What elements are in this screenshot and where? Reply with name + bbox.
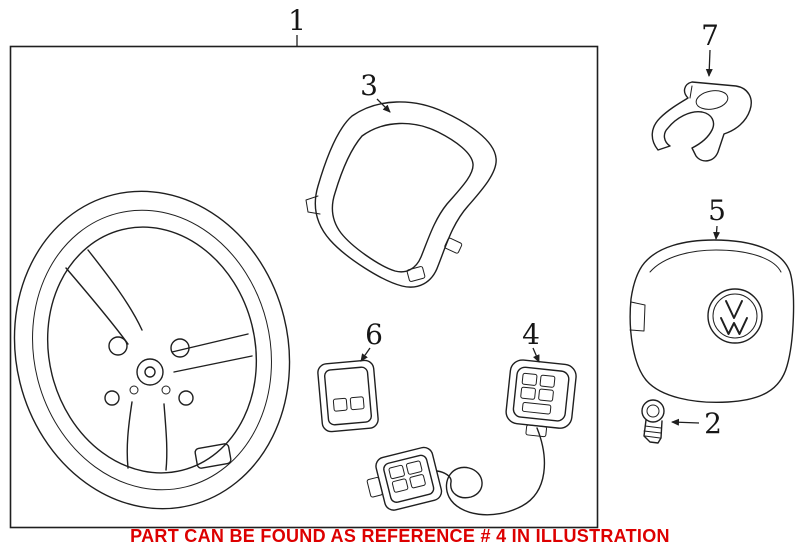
leader-line-7 bbox=[705, 49, 713, 77]
leader-line-4 bbox=[532, 347, 540, 363]
callout-label-4: 4 bbox=[522, 318, 540, 351]
leader-line-3 bbox=[376, 98, 391, 113]
steering-wheel-illustration bbox=[13, 190, 291, 510]
screw-illustration bbox=[641, 399, 665, 444]
vw-emblem bbox=[707, 288, 763, 344]
callout-label-3: 3 bbox=[360, 69, 378, 102]
callout-label-7: 7 bbox=[701, 19, 719, 52]
switch-assembly-illustration bbox=[366, 359, 577, 516]
leader-line-2 bbox=[671, 418, 700, 426]
notice-text: PART CAN BE FOUND AS REFERENCE # 4 IN IL… bbox=[130, 526, 670, 546]
callout-label-6: 6 bbox=[365, 318, 383, 351]
callout-label-1: 1 bbox=[288, 4, 306, 37]
bracket-illustration bbox=[651, 81, 752, 162]
callout-label-5: 5 bbox=[708, 194, 726, 227]
airbag-module-illustration bbox=[629, 239, 795, 404]
harness-cable bbox=[436, 427, 546, 516]
leader-line-6 bbox=[360, 347, 371, 362]
trim-cover-illustration bbox=[305, 101, 497, 288]
callout-label-2: 2 bbox=[704, 407, 722, 440]
switch-bezel-illustration bbox=[317, 359, 379, 433]
leader-line-5 bbox=[713, 225, 721, 240]
main-illustration-box bbox=[9, 45, 599, 529]
